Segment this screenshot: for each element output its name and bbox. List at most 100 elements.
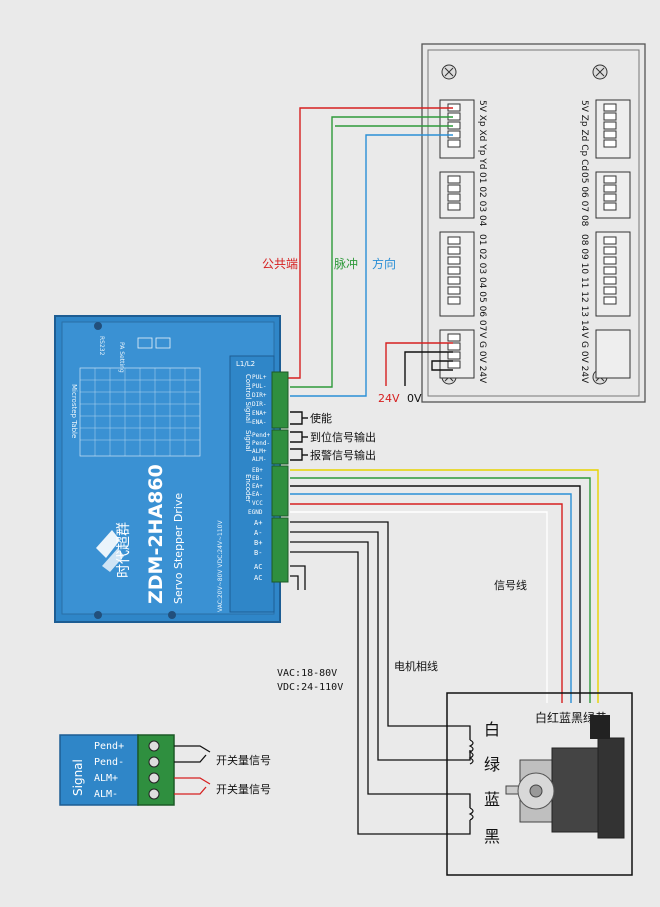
- pin-eb-minus: EB-: [252, 475, 263, 482]
- control-wires: [288, 107, 453, 461]
- pend-output-wire: [290, 431, 303, 443]
- encoder-wires: [290, 469, 599, 703]
- terminal-block-control: [271, 371, 289, 429]
- switch-wires: [174, 745, 211, 795]
- port-io-2: [595, 171, 631, 219]
- control-signal-label: Control Signal: [244, 374, 252, 423]
- pin-pend-minus: Pend-: [252, 440, 270, 447]
- port-zc-labels: 5V Zp Zd Cp Cd: [579, 100, 589, 171]
- alarm-output-wire: [290, 448, 303, 461]
- switch-label-2: 开关量信号: [216, 782, 271, 796]
- port-power-1-labels: V G 0V 24V: [477, 332, 487, 384]
- microstep-title: Microstep Table: [70, 384, 78, 438]
- port-io-1: [439, 171, 475, 219]
- pin-ea-minus: EA-: [252, 491, 263, 498]
- common-label: 公共端: [262, 257, 298, 271]
- coil-icon: [468, 807, 474, 821]
- pulse-label: 脉冲: [334, 256, 358, 271]
- motor-frame: [446, 692, 633, 876]
- pend-output-label: 到位信号输出: [310, 430, 376, 444]
- pin-a-minus: A-: [254, 529, 262, 537]
- phase-green: 绿: [484, 755, 500, 774]
- pin-dir-plus: DIR+: [252, 392, 267, 399]
- stepper-driver: Microstep Table RS232 PA Setting 时代超群 ZD…: [54, 315, 289, 623]
- pin-ena-minus: ENA-: [252, 419, 266, 426]
- pin-b-plus: B+: [254, 539, 262, 547]
- coil-icon: [468, 739, 474, 765]
- pin-ac-2: AC: [254, 574, 262, 582]
- driver-subtitle: Servo Stepper Drive: [172, 493, 185, 604]
- screw-icon: [441, 64, 457, 80]
- enable-wire: [290, 411, 303, 425]
- inset-pin-alm-minus: ALM-: [94, 789, 118, 800]
- pin-pul-minus: PUL-: [252, 383, 266, 390]
- alarm-output-label: 报警信号输出: [310, 448, 376, 462]
- screw-icon: [592, 64, 608, 80]
- port-io-2-labels: 05 06 07 08: [579, 172, 589, 227]
- phase-blue: 蓝: [484, 790, 500, 809]
- switch-label-1: 开关量信号: [216, 753, 271, 767]
- port-power-1: [439, 329, 475, 379]
- inset-pin-alm-plus: ALM+: [94, 773, 118, 784]
- motor-phase-wires: [290, 521, 471, 835]
- port-zc: [595, 99, 631, 159]
- signal-inset: [59, 734, 175, 806]
- v24-label: 24V: [378, 392, 400, 405]
- pin-alm-plus: ALM+: [252, 448, 267, 455]
- pin-ea-plus: EA+: [252, 483, 263, 490]
- terminal-group-label: L1/L2: [236, 360, 255, 368]
- pin-vcc: VCC: [252, 500, 263, 507]
- pin-eb-plus: EB+: [252, 467, 263, 474]
- port-xy-labels: 5V Xp Xd Yp Yd: [477, 100, 487, 170]
- pin-pend-plus: Pend+: [252, 432, 270, 439]
- encoder-label: Encoder: [244, 474, 252, 503]
- signal-label: Signal: [244, 430, 252, 452]
- vdc-label: VDC:24-110V: [277, 682, 343, 693]
- signal-line-label: 信号线: [494, 578, 527, 592]
- pin-dir-minus: DIR-: [252, 401, 266, 408]
- stepper-motor-icon: [505, 715, 625, 839]
- port-io-3: [439, 231, 475, 317]
- pin-ena-plus: ENA+: [252, 410, 267, 417]
- v0-label: 0V: [407, 392, 422, 405]
- terminal-block-encoder: [271, 465, 289, 517]
- port-io-3-labels: 01 02 03 04 05 06 07: [477, 234, 487, 331]
- pulse-wire: [290, 116, 453, 388]
- pin-a-plus: A+: [254, 519, 262, 527]
- port-io-4-labels: 08 09 10 11 12 13 14: [579, 234, 589, 332]
- pin-egnd: EGND: [248, 509, 263, 516]
- rs232-label: RS232: [98, 336, 105, 356]
- pin-pul-plus: PUL+: [252, 374, 267, 381]
- port-xy: [439, 99, 475, 159]
- terminal-block-signal: [271, 429, 289, 465]
- inset-signal-label: Signal: [71, 759, 85, 796]
- inset-pin-pend-plus: Pend+: [94, 741, 124, 752]
- enable-label: 使能: [310, 411, 332, 425]
- terminal-block-power: [271, 517, 289, 583]
- phase-white: 白: [484, 720, 500, 739]
- motor-wire-colors: 白红蓝黑绿黄: [535, 710, 607, 725]
- direction-label: 方向: [372, 256, 396, 271]
- pin-ac-1: AC: [254, 563, 262, 571]
- inset-pin-pend-minus: Pend-: [94, 757, 124, 768]
- port-power-2: [595, 329, 631, 379]
- common-wire: [288, 107, 453, 379]
- vac-label: VAC:18-80V: [277, 668, 337, 679]
- driver-power-note: VAC:20V~80V VDC:24V~110V: [217, 520, 224, 612]
- microstep-table: [79, 367, 201, 457]
- brand-logo-icon: [96, 530, 124, 572]
- motor-phase-label: 电机相线: [394, 659, 438, 673]
- pin-b-minus: B-: [254, 549, 262, 557]
- direction-wire: [290, 134, 453, 397]
- driver-model: ZDM-2HA860: [145, 464, 167, 604]
- port-io-1-labels: 01 02 03 04: [477, 172, 487, 227]
- controller-board: 5V Xp Xd Yp Yd 5V Zp Zd Cp Cd 01 02 03 0…: [421, 43, 646, 403]
- port-io-4: [595, 231, 631, 317]
- phase-black: 黑: [484, 827, 500, 846]
- driver-brand: 时代超群: [116, 522, 132, 578]
- power-supply-wires: [385, 342, 453, 386]
- pa-setting-label: PA Setting: [118, 342, 125, 373]
- port-power-2-labels: V G 0V 24V: [579, 332, 589, 384]
- pin-alm-minus: ALM-: [252, 456, 266, 463]
